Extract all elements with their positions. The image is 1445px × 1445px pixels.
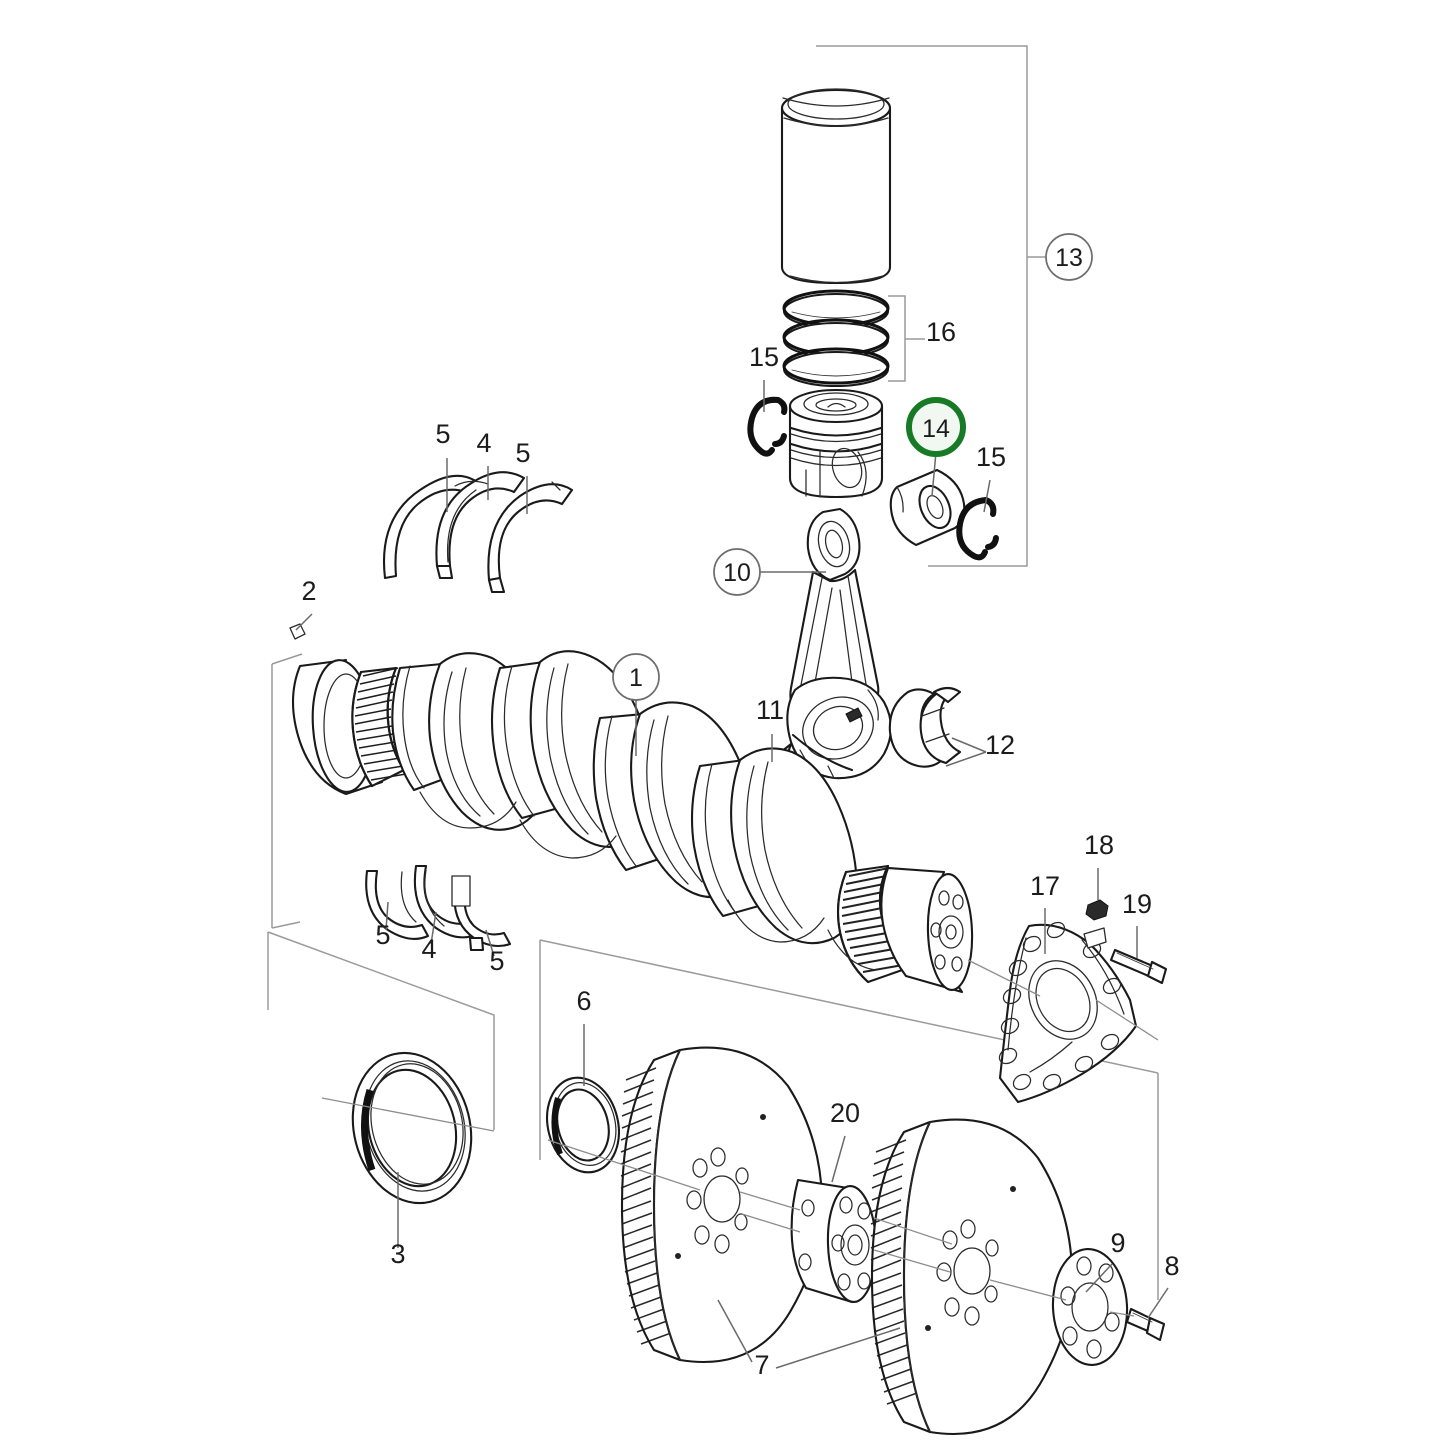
piston: [788, 388, 884, 499]
housing-nut: [1085, 899, 1109, 921]
label-15-right: 15: [976, 442, 1006, 472]
leader-lines: [295, 380, 1169, 1369]
callout-1[interactable]: 1: [612, 653, 660, 701]
label-9: 9: [1110, 1228, 1125, 1258]
label-17: 17: [1030, 871, 1060, 901]
front-oil-seal: [351, 1051, 473, 1205]
label-16: 16: [926, 317, 956, 347]
label-19: 19: [1122, 889, 1152, 919]
flywheel-lock-plate: [1051, 1247, 1129, 1367]
label-12: 12: [985, 730, 1015, 760]
main-bearing-set-lower: [365, 864, 512, 952]
callout-1-label: 1: [629, 664, 643, 692]
label-6: 6: [576, 986, 591, 1016]
bracket-crankshaft-group: [271, 653, 303, 929]
housing-bolt: [1109, 948, 1168, 985]
flywheel-front: [620, 1046, 824, 1364]
bracket-seal3-group: [267, 931, 495, 1130]
piston-pin-circlip-left: [747, 396, 788, 457]
cylinder-liner: [780, 88, 892, 285]
label-5-upper-left: 5: [435, 419, 450, 449]
dowel-pin: [289, 623, 306, 640]
piston-pin-circlip-right: [956, 497, 999, 561]
flywheel-rear: [870, 1118, 1074, 1436]
connecting-rod: [786, 507, 893, 780]
label-4-lower: 4: [421, 934, 436, 964]
piston-ring-set: [782, 289, 925, 388]
label-5-upper-right: 5: [515, 438, 530, 468]
label-20: 20: [830, 1098, 860, 1128]
label-4-upper: 4: [476, 428, 491, 458]
callout-13[interactable]: 13: [1045, 233, 1093, 281]
flywheel-bolt: [1125, 1307, 1166, 1342]
callout-14-highlighted[interactable]: 14: [906, 397, 966, 457]
label-7: 7: [754, 1350, 769, 1380]
connecting-rod-bearing-shells: [888, 686, 962, 768]
label-18: 18: [1084, 830, 1114, 860]
main-bearing-set-upper: [383, 471, 574, 594]
label-15-left: 15: [749, 342, 779, 372]
label-5-lower-left: 5: [375, 920, 390, 950]
bracket-13: [816, 45, 1047, 567]
piston-pin: [889, 468, 966, 547]
rear-oil-seal: [546, 1076, 620, 1174]
label-2: 2: [301, 576, 316, 606]
callout-13-label: 13: [1055, 244, 1083, 272]
label-3: 3: [390, 1239, 405, 1269]
crankshaft-adapter-hub: [790, 1178, 878, 1304]
label-11: 11: [756, 695, 784, 725]
rear-housing-seal-carrier: [998, 921, 1138, 1104]
callout-10[interactable]: 10: [713, 548, 761, 596]
label-5-lower-right: 5: [489, 946, 504, 976]
label-8: 8: [1164, 1251, 1179, 1281]
crankshaft: [292, 650, 974, 994]
callout-14-label: 14: [922, 415, 950, 443]
callout-10-label: 10: [723, 559, 751, 587]
assembly-axis-lines: [321, 959, 1159, 1317]
